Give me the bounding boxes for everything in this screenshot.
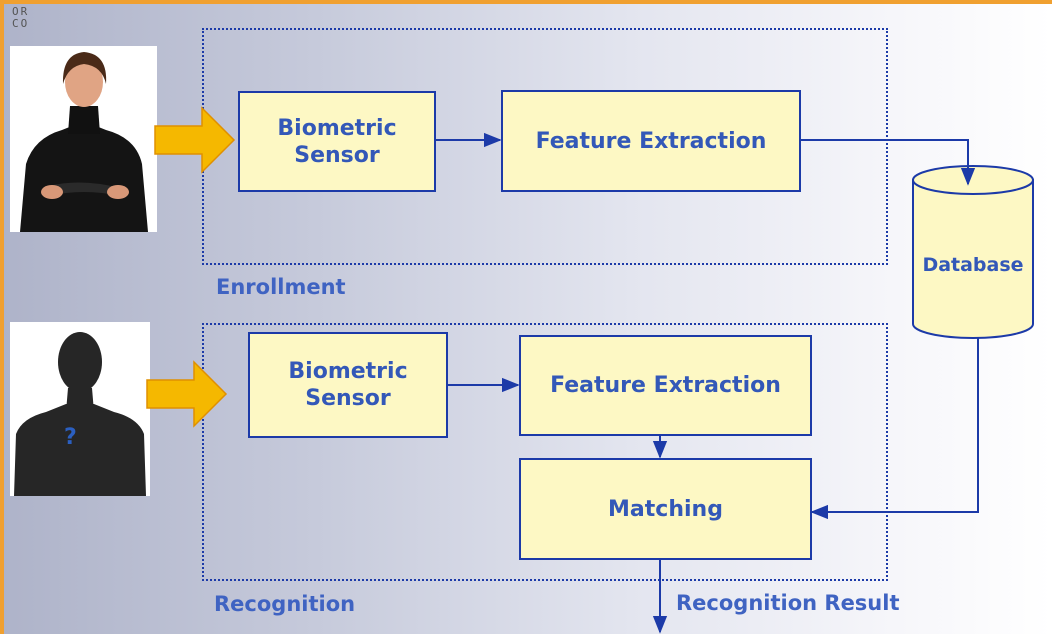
enrollment-feature-extraction-box: Feature Extraction [501, 90, 801, 192]
database-cylinder-icon [912, 165, 1034, 339]
enrollment-label: Enrollment [216, 275, 346, 299]
enrollment-person-photo [10, 46, 157, 232]
matching-box: Matching [519, 458, 812, 560]
recognition-input-arrow [146, 360, 228, 428]
corner-text-line-1: OR [12, 5, 30, 18]
recognition-feature-extraction-box: Feature Extraction [519, 335, 812, 436]
recognition-label: Recognition [214, 592, 356, 616]
enrollment-input-arrow [154, 106, 236, 174]
frame-left-border [0, 0, 4, 634]
database-to-matching-arrow [810, 338, 979, 520]
recognition-biometric-sensor-box: Biometric Sensor [248, 332, 448, 438]
person-silhouette-icon [10, 322, 150, 496]
enroll-extraction-to-database-arrow [800, 139, 976, 186]
person-photo-icon [10, 46, 157, 232]
frame-top-border [0, 0, 1052, 4]
unknown-identity-mark: ? [64, 425, 77, 450]
corner-text: OR CO [12, 6, 29, 30]
unknown-person-photo [10, 322, 150, 496]
enrollment-biometric-sensor-box: Biometric Sensor [238, 91, 436, 192]
database-label: Database [922, 254, 1024, 276]
recognition-region [202, 323, 888, 581]
corner-text-line-2: CO [12, 17, 30, 30]
recognition-result-label: Recognition Result [676, 591, 900, 615]
